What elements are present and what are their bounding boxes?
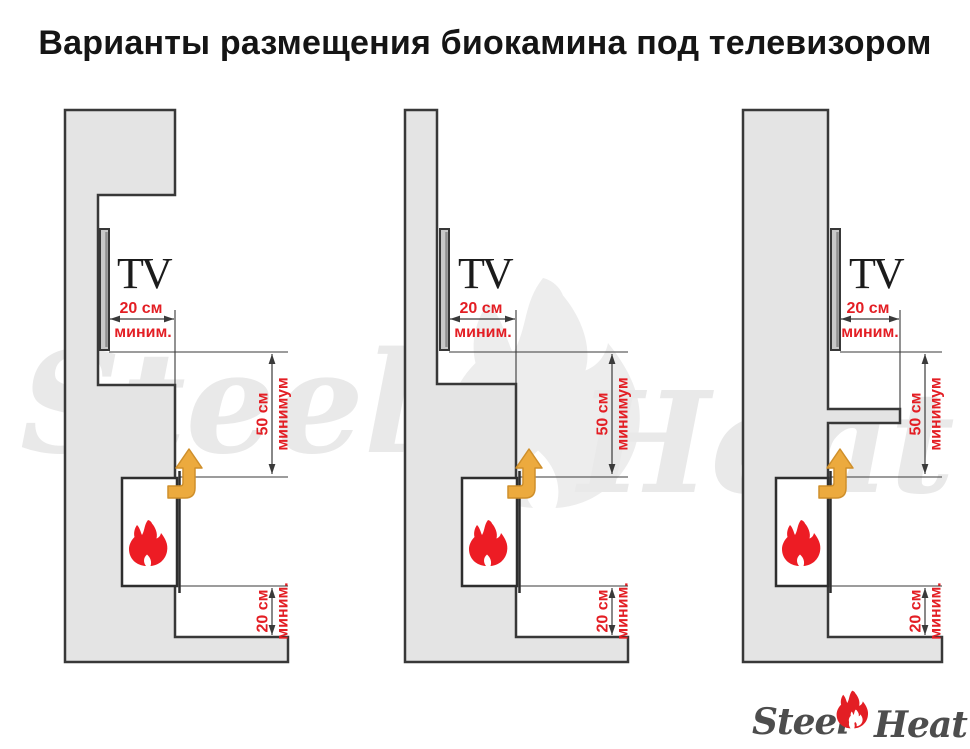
tv-label: TV [458, 249, 514, 298]
vertical-gap-value: 50 см [595, 393, 612, 436]
tv-screen [830, 228, 841, 351]
front-gap-value: 20 см [460, 300, 503, 317]
vertical-gap-value: 50 см [255, 393, 272, 436]
vertical-gap-value: 50 см [908, 393, 925, 436]
bottom-gap-value: 20 см [595, 590, 612, 633]
vertical-gap-note: минимум [928, 377, 945, 450]
diagram-3-shelf-between: TV 20 см миним. 50 см минимум 20 см мини… [741, 108, 945, 664]
diagram-2-fireplace-ledge: TV 20 см миним. 50 см минимум 20 см мини… [403, 108, 632, 664]
front-gap-note: миним. [841, 324, 898, 341]
bottom-gap-note: миним. [928, 582, 945, 639]
front-gap-note: миним. [454, 324, 511, 341]
vertical-gap-note: минимум [275, 377, 292, 450]
page-title: Варианты размещения биокамина под телеви… [38, 24, 932, 62]
tv-label: TV [117, 249, 173, 298]
bottom-gap-note: миним. [615, 582, 632, 639]
brand-logo: Steel Heat [752, 690, 969, 746]
logo-steel-text: Steel [752, 701, 849, 743]
front-gap-value: 20 см [120, 300, 163, 317]
front-gap-note: миним. [114, 324, 171, 341]
diagram-1-tv-in-niche: TV 20 см миним. 50 см минимум 20 см мини… [63, 108, 292, 664]
logo-heat-text: Heat [873, 704, 968, 746]
tv-screen [439, 228, 450, 351]
vertical-gap-note: минимум [615, 377, 632, 450]
front-gap-value: 20 см [847, 300, 890, 317]
bottom-gap-value: 20 см [255, 590, 272, 633]
bottom-gap-note: миним. [275, 582, 292, 639]
bottom-gap-value: 20 см [908, 590, 925, 633]
tv-screen [99, 228, 110, 351]
tv-label: TV [849, 249, 905, 298]
